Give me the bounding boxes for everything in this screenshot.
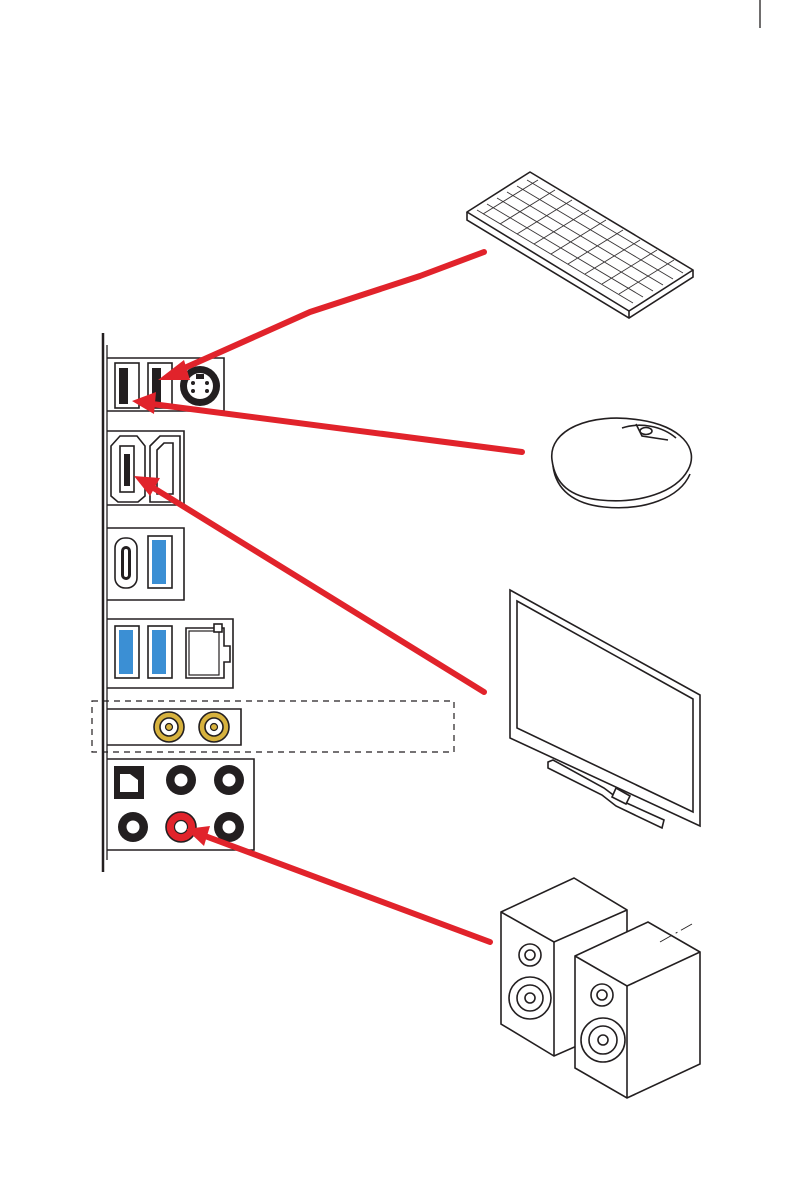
lan-port-icon — [186, 624, 230, 678]
audio-jack-icon — [214, 812, 244, 842]
antenna-connector-icon — [199, 712, 229, 742]
audio-jack-line-out-icon — [166, 812, 196, 842]
audio-jack-icon — [214, 765, 244, 795]
keyboard-icon — [467, 172, 693, 318]
antenna-connector-icon — [154, 712, 184, 742]
hdmi-port-icon — [111, 436, 145, 502]
arrow-keyboard-to-usb — [158, 252, 484, 380]
usb3-port-icon — [115, 626, 139, 678]
optical-spdif-icon — [114, 766, 144, 799]
speakers-icon — [501, 878, 700, 1098]
audio-jack-icon — [118, 812, 148, 842]
io-panel — [92, 333, 454, 872]
port-group-video — [107, 431, 184, 505]
monitor-icon — [510, 590, 700, 828]
port-group-audio — [107, 759, 254, 850]
usb3-port-icon — [148, 626, 172, 678]
port-group-usbc-usb3 — [107, 528, 184, 600]
usb-c-port-icon — [115, 538, 137, 588]
arrow-speakers-to-line-out — [186, 826, 490, 942]
usb3-port-icon — [148, 536, 172, 588]
audio-jack-icon — [166, 765, 196, 795]
mouse-icon — [552, 418, 692, 508]
port-group-antenna — [92, 701, 454, 752]
port-group-usb3-lan — [107, 619, 233, 688]
